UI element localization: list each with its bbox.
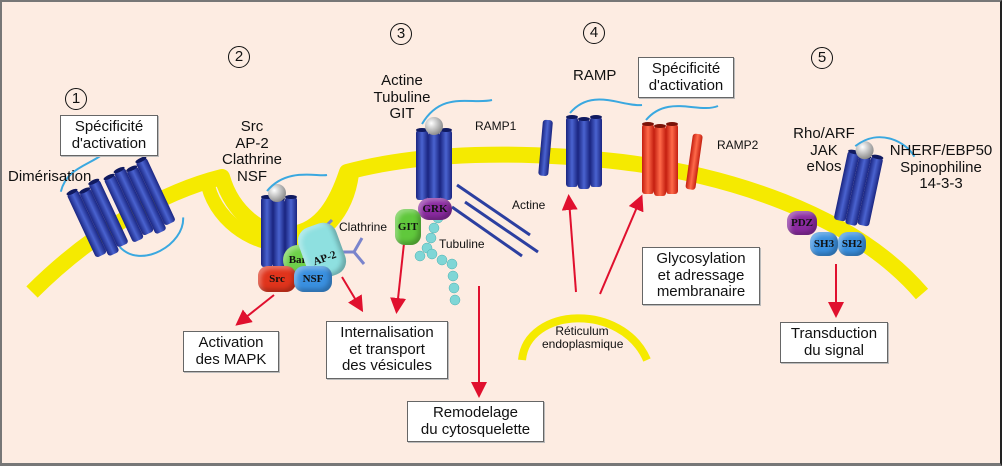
arrows — [235, 194, 844, 398]
label-clathrine: Clathrine — [339, 220, 388, 234]
arrow-er-to-ramp — [561, 194, 578, 293]
step-number-4: 4 — [583, 22, 605, 44]
receptor-3 — [416, 99, 493, 202]
protein-sh3: SH3 — [810, 232, 838, 256]
receptor-4-red — [642, 105, 719, 196]
label-actine: Actine — [512, 198, 546, 212]
protein-src: Src — [258, 266, 296, 292]
ramp2-helix — [685, 133, 703, 190]
step-number-3: 3 — [390, 23, 412, 45]
receptor-2 — [261, 173, 328, 269]
arrow-er-to-red — [599, 194, 644, 295]
label-ramp2: RAMP2 — [717, 138, 759, 152]
protein-nsf: NSF — [294, 266, 332, 292]
label-dimerisation: Dimérisation — [8, 168, 92, 185]
ramp1-helix — [538, 119, 553, 176]
arrow-to-internalisation-2 — [390, 233, 407, 314]
step-number-2: 2 — [228, 46, 250, 68]
step-number-5: 5 — [811, 47, 833, 69]
arrow-to-mapk — [235, 294, 275, 326]
step-number-1: 1 — [65, 88, 87, 110]
protein-pdz: PDZ — [787, 211, 817, 235]
receptor-5 — [833, 136, 916, 227]
arrow-to-internalisation-1 — [341, 276, 364, 313]
protein-git: GIT — [395, 209, 421, 245]
receptor-4-blue — [566, 98, 643, 189]
box-activation-specificity-1: Spécificité d'activation — [60, 115, 158, 156]
protein-grk: GRK — [418, 198, 452, 220]
protein-sh2: SH2 — [838, 232, 866, 256]
endoplasmic-reticulum — [518, 314, 651, 362]
actin-filaments — [451, 183, 539, 258]
label-tubuline: Tubuline — [439, 237, 485, 251]
label-ramp: RAMP — [573, 67, 617, 84]
label-ramp1: RAMP1 — [475, 119, 517, 133]
